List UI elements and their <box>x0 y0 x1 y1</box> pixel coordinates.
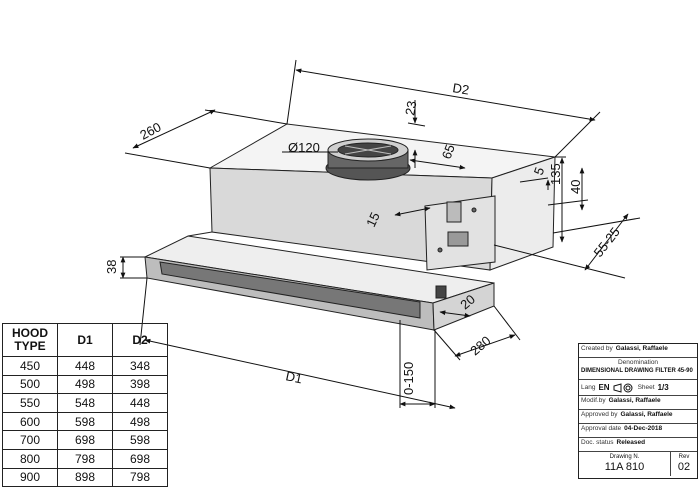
projection-symbol-icon <box>613 382 633 393</box>
cell: 498 <box>112 411 168 432</box>
outlet-collar <box>325 138 411 181</box>
cell: 448 <box>57 356 113 376</box>
cell: 500 <box>2 374 58 395</box>
rev-cell: Rev 02 <box>671 452 697 476</box>
dim-135: 135 <box>548 163 563 185</box>
approval-date-value: 04-Dec-2018 <box>624 425 663 432</box>
hood-side-slot-2 <box>447 231 469 247</box>
status-value: Released <box>616 439 646 446</box>
dim-55-25: 55-25 <box>591 224 623 259</box>
dim-40: 40 <box>568 180 583 194</box>
cell: 698 <box>57 430 113 450</box>
hood-side-slot <box>446 201 462 223</box>
modified-label: Modif.by <box>581 397 606 404</box>
rev-value: 02 <box>677 461 691 473</box>
drawing-number-cell: Drawing N. 11A 810 <box>579 452 671 476</box>
approved-value: Galassi, Raffaele <box>620 411 673 418</box>
cell: 800 <box>2 448 58 469</box>
drawer-inner <box>159 261 421 319</box>
cell: 348 <box>112 356 168 376</box>
drawing-number-row: Drawing N. 11A 810 Rev 02 <box>579 452 697 476</box>
lang-row: Lang EN Sheet 1/3 <box>579 380 697 396</box>
sheet-value: 1/3 <box>657 382 669 392</box>
drawer <box>143 231 495 331</box>
cell: 598 <box>112 430 168 450</box>
dim-38: 38 <box>104 260 119 274</box>
table-header-row: HOOD TYPE D1 D2 <box>2 323 168 357</box>
drawing-value: 11A 810 <box>604 461 645 473</box>
rev-label: Rev <box>678 454 690 460</box>
cell: 598 <box>57 411 113 432</box>
dim-65: 65 <box>439 142 458 161</box>
approval-date-label: Approval date <box>581 425 622 432</box>
cell: 898 <box>57 467 113 487</box>
cell: 798 <box>112 467 168 487</box>
header-hood-type: HOOD TYPE <box>2 323 58 357</box>
cell: 900 <box>2 467 58 487</box>
denomination-value: DIMENSIONAL DRAWING FILTER 45-90 <box>581 368 693 374</box>
hood-body <box>208 123 556 271</box>
dim-d1: D1 <box>284 368 303 386</box>
drawer-switch <box>435 285 447 299</box>
dim-15: 15 <box>363 210 383 229</box>
cell: 698 <box>112 448 168 469</box>
dim-260: 260 <box>137 119 163 142</box>
approved-label: Approved by <box>581 411 618 418</box>
created-value: Galassi, Raffaele <box>615 345 668 352</box>
lang-label: Lang <box>581 383 596 391</box>
dim-23: 23 <box>402 100 419 117</box>
cell: 450 <box>2 356 58 376</box>
cell: 700 <box>2 430 58 450</box>
lang-value: EN <box>598 382 610 392</box>
cell: 498 <box>57 374 113 395</box>
header-d1: D1 <box>57 323 113 357</box>
dim-280: 280 <box>467 333 493 358</box>
denomination-row: Denomination DIMENSIONAL DRAWING FILTER … <box>579 358 697 380</box>
cell: 600 <box>2 411 58 432</box>
dim-5: 5 <box>531 165 548 177</box>
cell: 448 <box>112 393 168 413</box>
cell: 798 <box>57 448 113 469</box>
sheet-label: Sheet <box>637 383 655 391</box>
header-d2: D2 <box>112 323 168 357</box>
status-label: Doc. status <box>581 439 614 446</box>
drawing-label: Drawing N. <box>609 454 640 460</box>
cell: 550 <box>2 393 58 413</box>
modified-value: Galassi, Raffaele <box>608 397 661 404</box>
cell: 548 <box>57 393 113 413</box>
dim-d2: D2 <box>452 80 471 97</box>
created-label: Created by <box>581 345 613 352</box>
cell: 398 <box>112 374 168 395</box>
dim-0-150: 0-150 <box>401 362 416 395</box>
dim-dia-120: Ø120 <box>288 140 320 155</box>
denomination-label: Denomination <box>617 359 659 366</box>
